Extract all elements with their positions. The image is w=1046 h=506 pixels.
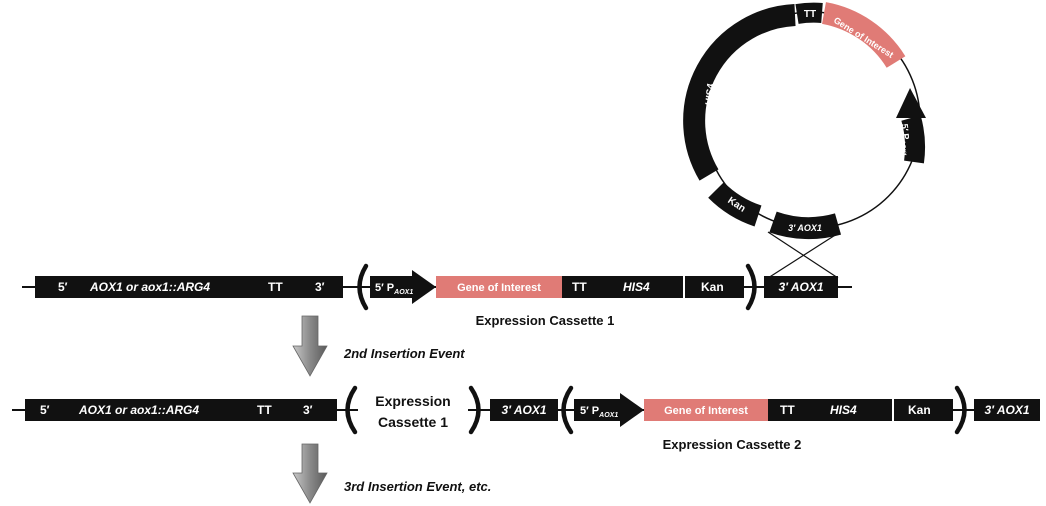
row2-aox3b-segment [974,399,1040,421]
row2-gene: Gene of Interest [664,405,748,417]
plasmid-aox3-label: 3′ AOX1 [788,223,822,233]
plasmid-gene-arc [821,2,906,69]
row2-paren-3 [561,385,574,435]
row1-tt: TT [268,280,283,294]
plasmid-promoter-arc [901,115,926,164]
row2-aox3a: 3′ AOX1 [501,403,546,417]
row1-locus: AOX1 or aox1::ARG4 [89,280,210,294]
row1-aox3: 3′ AOX1 [778,280,823,294]
row2-cassette-caption: Expression Cassette 2 [663,437,802,452]
row-2: 5′ AOX1 or aox1::ARG4 TT 3′ Expression C… [12,385,1040,452]
row2-locus-segment [25,399,337,421]
row2-cassette-line1: Expression [375,393,450,409]
down-arrow-1 [292,315,328,377]
row2-promoter-sub: AOX1 [598,412,618,419]
plasmid-tt-arc [795,2,823,24]
row2-cassette-line2: Cassette 1 [378,414,448,430]
row2-tt2: TT [780,403,795,417]
row2-gene-segment [644,399,768,421]
row2-three: 3′ [303,403,313,417]
row2-tt: TT [257,403,272,417]
crossover-line-2 [767,231,841,279]
row2-his4: HIS4 [830,403,857,417]
row2-promoter-text: 5′ P [580,405,599,417]
plasmid-his4-label: HIS4 [704,83,717,107]
plasmid-his4-arc [683,4,796,181]
row2-promoter-arrow [574,393,644,427]
row1-promoter-text: 5′ P [375,282,394,294]
row-1: 5′ AOX1 or aox1::ARG4 TT 3′ 5′ PAOX1 Gen… [22,263,852,328]
plasmid-kan-arc [708,181,762,227]
row1-tt-his4-kan-segment [562,276,744,298]
row1-three: 3′ [315,280,325,294]
plasmid: HIS4 TT Gene of Interest 5′ PAOX1 Kan 3′… [683,2,926,279]
row1-promoter-arrow [370,270,436,304]
plasmid-promoter-text: 5′ P [900,123,911,139]
event-2-label: 2nd Insertion Event [343,346,465,361]
row2-tt-his4-kan-segment [768,399,953,421]
row2-cassette1-box [358,390,468,430]
plasmid-promoter-sub: AOX1 [899,138,907,156]
plasmid-promoter-arrowhead [896,88,926,118]
row1-gene-segment [436,276,562,298]
plasmid-tt-label: TT [804,9,816,20]
down-arrow-2 [292,443,328,504]
plasmid-promoter-label: 5′ PAOX1 [898,123,913,157]
row1-promoter-sub: AOX1 [393,289,413,296]
row1-five: 5′ [58,280,68,294]
row2-kan: Kan [908,403,931,417]
row1-paren-left [357,263,369,311]
row2-aox3b: 3′ AOX1 [984,403,1029,417]
row1-aox3-segment [764,276,838,298]
row1-promoter: 5′ PAOX1 [375,282,413,296]
row1-paren-right [745,263,757,311]
plasmid-aox3-arc [769,211,842,240]
row1-his4: HIS4 [623,280,650,294]
row2-promoter: 5′ PAOX1 [580,405,618,419]
row2-locus: AOX1 or aox1::ARG4 [78,403,199,417]
event-3-label: 3rd Insertion Event, etc. [344,479,491,494]
row1-tt2: TT [572,280,587,294]
row1-gene: Gene of Interest [457,282,541,294]
row1-kan: Kan [701,280,724,294]
row1-cassette-caption: Expression Cassette 1 [476,313,615,328]
row1-locus-segment [35,276,343,298]
row2-paren-2 [468,385,481,435]
row2-five: 5′ [40,403,50,417]
row2-paren-4 [954,385,967,435]
row2-paren-1 [345,385,358,435]
row2-aox3a-segment [490,399,558,421]
